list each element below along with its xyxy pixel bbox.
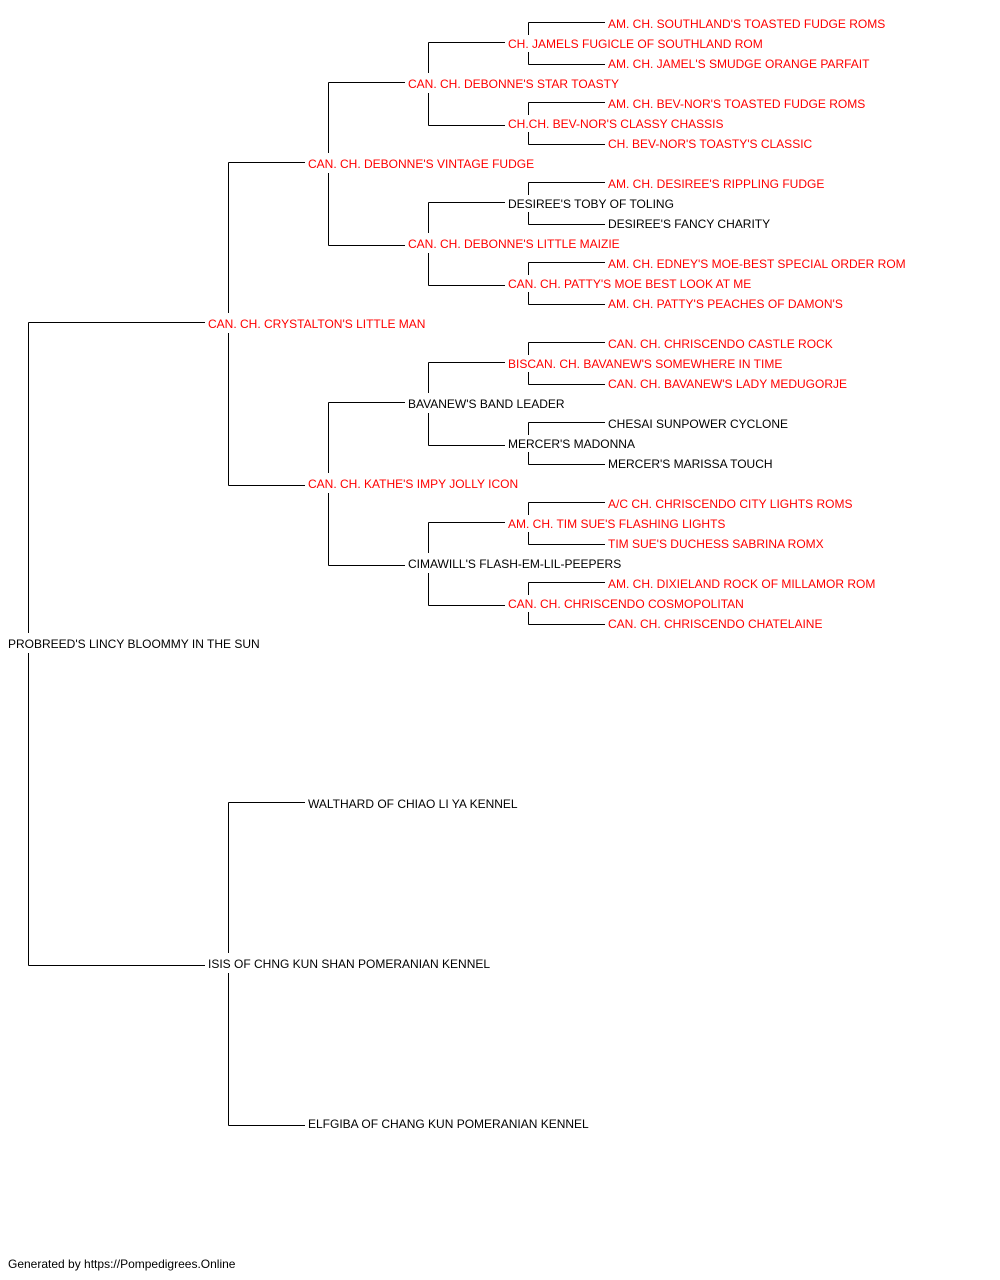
- gen5-ancestor: AM. CH. BEV-NOR'S TOASTED FUDGE ROMS: [608, 97, 866, 111]
- gen5-ancestor: CAN. CH. CHRISCENDO CHATELAINE: [608, 617, 823, 631]
- gen5-ancestor: AM. CH. DESIREE'S RIPPLING FUDGE: [608, 177, 825, 191]
- gen5-ancestor: AM. CH. DIXIELAND ROCK OF MILLAMOR ROM: [608, 577, 876, 591]
- gen5-ancestor: TIM SUE'S DUCHESS SABRINA ROMX: [608, 537, 824, 551]
- gen3-ancestor: CIMAWILL'S FLASH-EM-LIL-PEEPERS: [408, 557, 622, 571]
- gen4-ancestor: CAN. CH. PATTY'S MOE BEST LOOK AT ME: [508, 277, 752, 291]
- gen4-ancestor: CH.CH. BEV-NOR'S CLASSY CHASSIS: [508, 117, 724, 131]
- gen4-ancestor: BISCAN. CH. BAVANEW'S SOMEWHERE IN TIME: [508, 357, 783, 371]
- dam: ISIS OF CHNG KUN SHAN POMERANIAN KENNEL: [208, 957, 491, 971]
- gen5-ancestor: CHESAI SUNPOWER CYCLONE: [608, 417, 789, 431]
- gen4-ancestor: DESIREE'S TOBY OF TOLING: [508, 197, 674, 211]
- dam-sire: WALTHARD OF CHIAO LI YA KENNEL: [308, 797, 518, 811]
- subject-dog: PROBREED'S LINCY BLOOMMY IN THE SUN: [8, 637, 260, 651]
- gen3-ancestor: CAN. CH. DEBONNE'S LITTLE MAIZIE: [408, 237, 620, 251]
- dam-dam: ELFGIBA OF CHANG KUN POMERANIAN KENNEL: [308, 1117, 589, 1131]
- gen5-ancestor: AM. CH. EDNEY'S MOE-BEST SPECIAL ORDER R…: [608, 257, 906, 271]
- sire-dam: CAN. CH. KATHE'S IMPY JOLLY ICON: [308, 477, 519, 491]
- gen4-ancestor: MERCER'S MADONNA: [508, 437, 635, 451]
- gen4-ancestor: AM. CH. TIM SUE'S FLASHING LIGHTS: [508, 517, 726, 531]
- gen5-ancestor: CH. BEV-NOR'S TOASTY'S CLASSIC: [608, 137, 813, 151]
- gen5-ancestor: AM. CH. SOUTHLAND'S TOASTED FUDGE ROMS: [608, 17, 886, 31]
- sire-sire: CAN. CH. DEBONNE'S VINTAGE FUDGE: [308, 157, 535, 171]
- sire: CAN. CH. CRYSTALTON'S LITTLE MAN: [208, 317, 426, 331]
- gen5-ancestor: CAN. CH. BAVANEW'S LADY MEDUGORJE: [608, 377, 847, 391]
- gen5-ancestor: MERCER'S MARISSA TOUCH: [608, 457, 773, 471]
- gen4-ancestor: CH. JAMELS FUGICLE OF SOUTHLAND ROM: [508, 37, 763, 51]
- gen3-ancestor: CAN. CH. DEBONNE'S STAR TOASTY: [408, 77, 619, 91]
- gen4-ancestor: CAN. CH. CHRISCENDO COSMOPOLITAN: [508, 597, 744, 611]
- generated-by-footer: Generated by https://Pompedigrees.Online: [8, 1257, 236, 1271]
- gen5-ancestor: AM. CH. JAMEL'S SMUDGE ORANGE PARFAIT: [608, 57, 870, 71]
- gen5-ancestor: DESIREE'S FANCY CHARITY: [608, 217, 771, 231]
- gen5-ancestor: A/C CH. CHRISCENDO CITY LIGHTS ROMS: [608, 497, 853, 511]
- gen3-ancestor: BAVANEW'S BAND LEADER: [408, 397, 565, 411]
- gen5-ancestor: CAN. CH. CHRISCENDO CASTLE ROCK: [608, 337, 833, 351]
- gen5-ancestor: AM. CH. PATTY'S PEACHES OF DAMON'S: [608, 297, 843, 311]
